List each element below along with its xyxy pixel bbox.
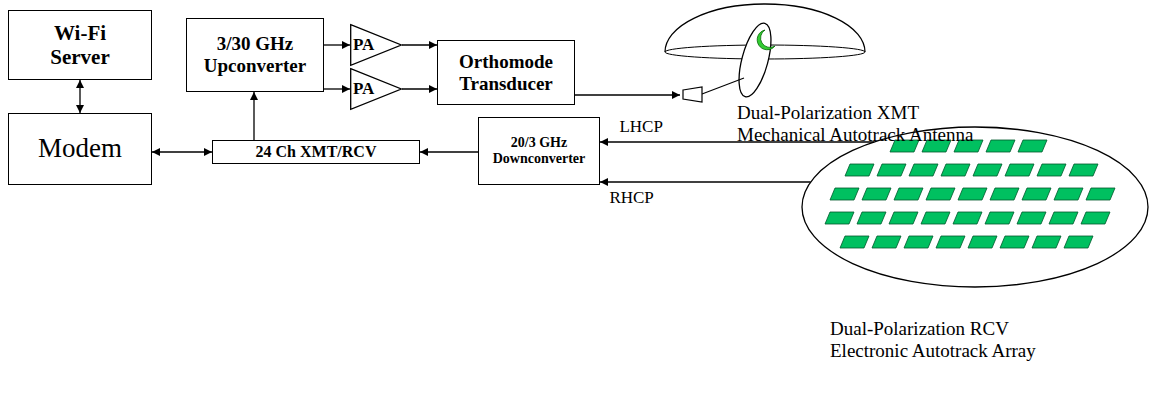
array-element [872, 236, 901, 248]
array-outline [802, 127, 1148, 287]
box-label: PA [353, 35, 374, 55]
array-element [936, 236, 965, 248]
caption-text: Dual-Polarization XMT Mechanical Autotra… [737, 102, 992, 146]
array-element [990, 188, 1019, 200]
box-label: PA [353, 79, 374, 99]
connector [152, 151, 212, 152]
signal-label: LHCP [617, 117, 664, 137]
array-element [877, 164, 906, 176]
array-element [1005, 164, 1034, 176]
connector [324, 88, 350, 89]
array-elements [825, 140, 1115, 248]
array-element [825, 212, 854, 224]
feed-strut [702, 78, 744, 94]
array-element [830, 188, 859, 200]
array-node: Dual-Polarization RCV Electronic Autotra… [800, 122, 1150, 372]
connector [253, 92, 254, 140]
array-element [889, 212, 918, 224]
array-element [986, 140, 1015, 152]
box-label: Orthomode Transducer [443, 51, 569, 95]
connector [402, 88, 437, 89]
feed-horn [683, 87, 702, 102]
array-element [985, 212, 1014, 224]
connector [324, 44, 350, 45]
upconverter-box: 3/30 GHz Upconverter [186, 18, 324, 92]
connector [402, 44, 437, 45]
connector [600, 181, 811, 182]
server-box: Wi-Fi Server [8, 10, 152, 80]
box-label: 3/30 GHz Upconverter [192, 33, 318, 77]
array-element [1017, 212, 1046, 224]
subreflector [757, 30, 775, 50]
box-label: Modem [38, 133, 122, 164]
array-element [1081, 212, 1110, 224]
connector [575, 94, 680, 95]
array-element [973, 164, 1002, 176]
antenna-node: Dual-Polarization XMT Mechanical Autotra… [680, 0, 1000, 150]
modem-box: Modem [8, 113, 152, 185]
array-element [953, 212, 982, 224]
signal-label: RHCP [607, 188, 655, 208]
array-element [1049, 212, 1078, 224]
array-element [958, 188, 987, 200]
connector [79, 80, 80, 113]
array-element [904, 236, 933, 248]
array-element [1018, 140, 1047, 152]
array-element [926, 188, 955, 200]
array-element [941, 164, 970, 176]
amplifier-triangle: PA [350, 68, 402, 110]
reflector-dish [733, 20, 778, 100]
triangle-shape [351, 69, 402, 110]
array-element [1032, 236, 1061, 248]
transducer-box: Orthomode Transducer [437, 40, 575, 105]
array-element [845, 164, 874, 176]
array-element [840, 236, 869, 248]
array-element [1054, 188, 1083, 200]
box-label: 24 Ch XMT/RCV [256, 143, 377, 161]
box-label: Wi-Fi Server [30, 21, 130, 69]
triangle-shape [351, 25, 402, 66]
amplifier-triangle: PA [350, 24, 402, 66]
connector [420, 151, 478, 152]
array-element [921, 212, 950, 224]
array-element [894, 188, 923, 200]
array-element [968, 236, 997, 248]
transceiver-box: 24 Ch XMT/RCV [212, 140, 420, 164]
array-element [1037, 164, 1066, 176]
caption-text: Dual-Polarization RCV Electronic Autotra… [830, 318, 1055, 362]
array-element [1022, 188, 1051, 200]
downconverter-box: 20/3 GHz Downconverter [478, 117, 600, 185]
array-element [1086, 188, 1115, 200]
array-element [862, 188, 891, 200]
array-element [1000, 236, 1029, 248]
array-element [1064, 236, 1093, 248]
array-element [1069, 164, 1098, 176]
box-label: 20/3 GHz Downconverter [484, 135, 594, 167]
array-element [909, 164, 938, 176]
array-element [857, 212, 886, 224]
